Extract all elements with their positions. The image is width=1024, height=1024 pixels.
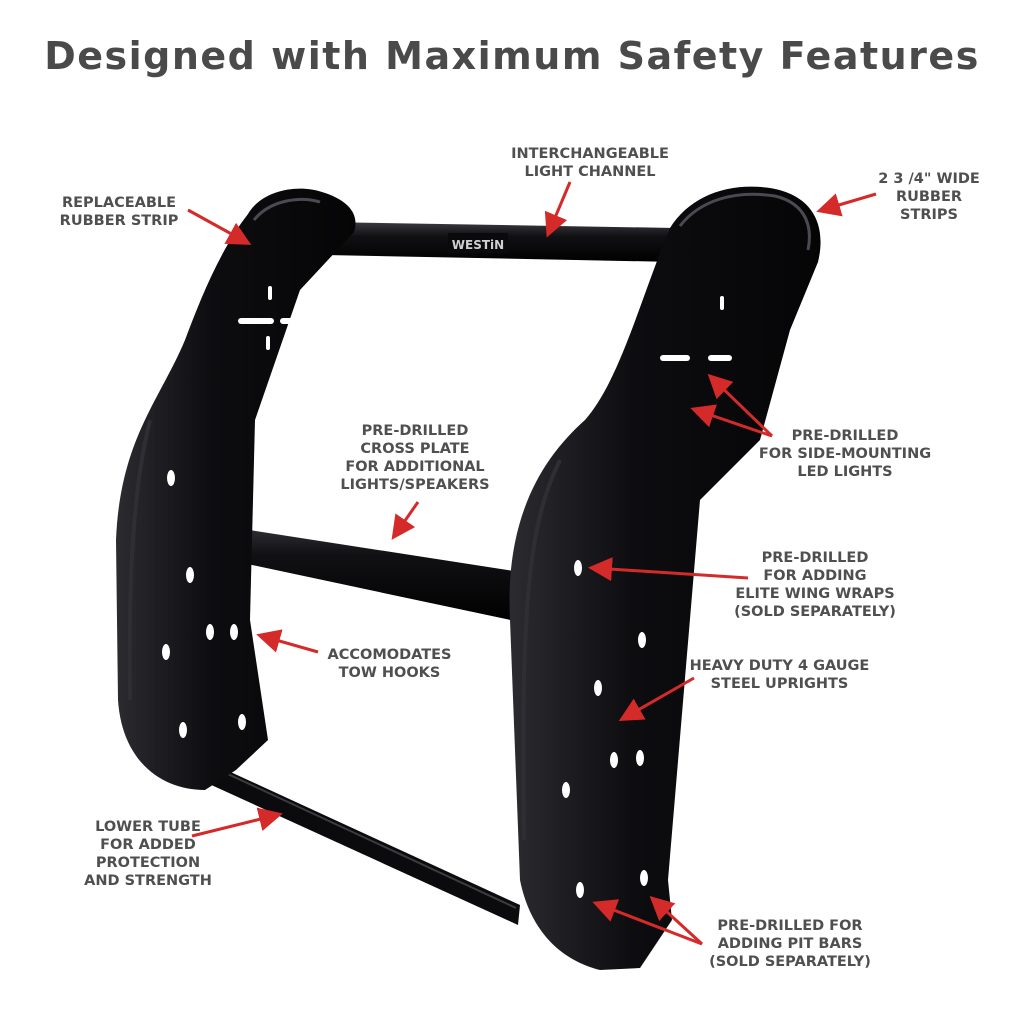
westin-logo: WESTiN <box>452 238 504 252</box>
cross-plate <box>172 518 520 622</box>
page-title: Designed with Maximum Safety Features <box>44 34 980 78</box>
left-upright <box>116 188 356 791</box>
mounting-holes <box>162 286 732 898</box>
light-channel-tube <box>325 222 676 262</box>
right-upright <box>509 186 821 970</box>
callout-arrows <box>187 181 877 946</box>
lower-tube <box>196 758 520 925</box>
